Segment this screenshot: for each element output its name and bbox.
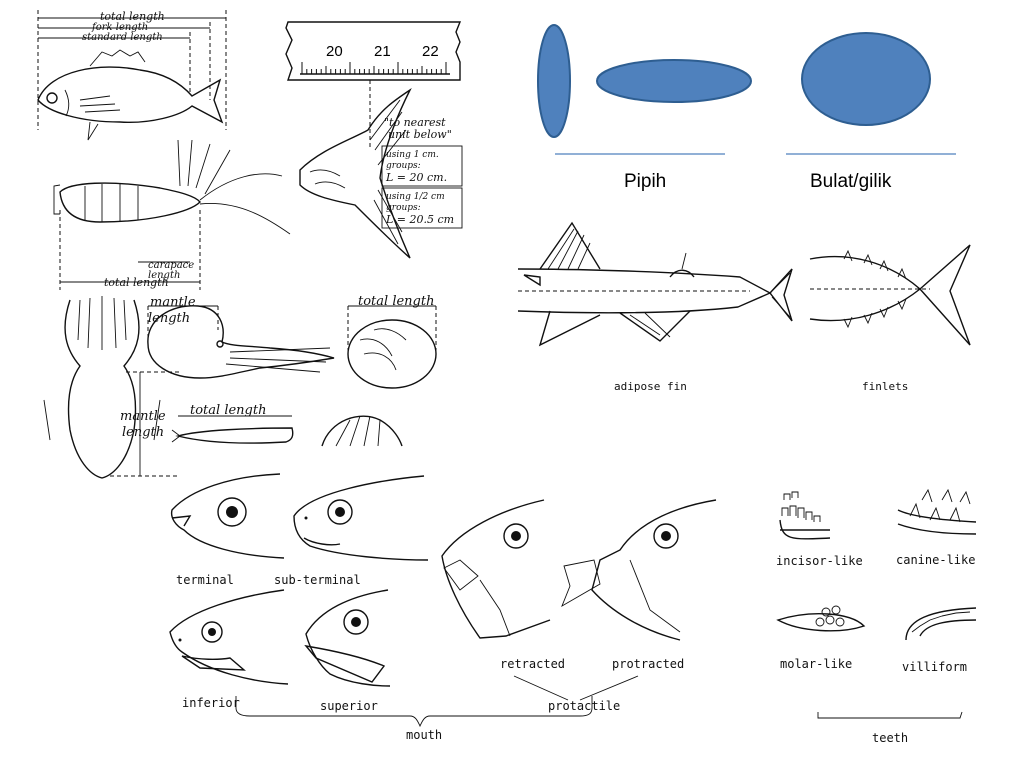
incisor-like-drawing <box>779 491 831 540</box>
mouth-svg <box>169 473 717 728</box>
vertical-flat-shape <box>537 24 571 138</box>
measurement-panel: total length fork length standard length… <box>30 0 470 480</box>
box2-line-1: using 1/2 cm <box>386 192 445 202</box>
ruler-drawing: 20 21 22 <box>285 21 462 150</box>
mantle-top-label-1: mantle <box>150 295 196 310</box>
measurement-drawings: total length fork length standard length… <box>37 10 463 479</box>
standard-length-label: standard length <box>82 32 163 43</box>
box2-line-2: groups: <box>386 203 421 213</box>
body-shapes-panel <box>530 20 980 200</box>
shrimp-total-length-label: total length <box>104 276 169 289</box>
fins-svg <box>517 221 971 347</box>
squid-drawing: mantle length <box>43 296 180 479</box>
superior-mouth-drawing <box>304 589 391 687</box>
protracted-mouth-drawing <box>561 499 717 641</box>
teeth-svg <box>776 488 977 719</box>
incisor-like-label: incisor-like <box>776 554 863 568</box>
shrimp-drawing: carapace length total length <box>53 139 291 290</box>
subterminal-mouth-drawing <box>293 475 429 561</box>
retracted-label: retracted <box>500 657 566 671</box>
protracted-label: protracted <box>612 657 685 671</box>
mantle-top-label-2: length <box>148 311 190 326</box>
superior-label: superior <box>320 699 378 713</box>
finlets-label: finlets <box>862 380 909 393</box>
total-length-label: total length <box>100 10 165 23</box>
box2-line-3: L = 20.5 cm <box>385 213 454 226</box>
teeth-panel <box>770 480 990 740</box>
mantle-side-label-2: length <box>122 425 164 440</box>
box1-line-1: using 1 cm. <box>386 150 439 160</box>
box1-line-3: L = 20 cm. <box>385 171 447 184</box>
sub-terminal-label: sub-terminal <box>274 573 361 587</box>
octopus-drawing: mantle length <box>147 295 335 379</box>
nearest-unit-line-2: unit below" <box>388 128 452 141</box>
adipose-fin-drawing <box>517 221 793 347</box>
flat-shape-label: Pipih <box>624 171 667 192</box>
protactile-label: protactile <box>548 699 621 713</box>
ruler-number-22: 22 <box>422 43 439 60</box>
fish-drawing <box>37 49 224 141</box>
fork-length-label: fork length <box>91 22 148 33</box>
horizontal-flat-shape <box>596 59 752 103</box>
molar-like-label: molar-like <box>780 657 853 671</box>
worm-drawing: total length <box>171 403 403 447</box>
canine-like-label: canine-like <box>896 553 976 567</box>
terminal-mouth-drawing <box>170 473 285 559</box>
body-shapes-svg <box>537 24 956 155</box>
inferior-mouth-drawing <box>169 589 289 685</box>
nearest-unit-line-1: "to nearest <box>384 116 446 129</box>
shell-total-length-label: total length <box>358 294 434 309</box>
mouth-label: mouth <box>406 728 443 742</box>
terminal-label: terminal <box>176 573 234 587</box>
adipose-fin-label: adipose fin <box>614 380 687 393</box>
round-shape-label: Bulat/gilik <box>810 171 892 192</box>
shell-drawing: total length <box>347 294 437 389</box>
length-arrows: total length fork length standard length <box>37 10 227 130</box>
fins-panel <box>510 215 980 405</box>
finlets-drawing <box>809 244 971 346</box>
mantle-side-label-1: mantle <box>120 409 166 424</box>
carapace-label-1: carapace <box>148 260 194 271</box>
round-shape <box>801 32 931 126</box>
box1-line-2: groups: <box>386 161 421 171</box>
villiform-drawing <box>905 607 977 641</box>
ruler-number-21: 21 <box>374 43 391 60</box>
molar-like-drawing <box>776 605 866 632</box>
villiform-label: villiform <box>902 660 968 674</box>
tail-drawing <box>299 87 412 259</box>
carapace-label-2: length <box>148 270 180 281</box>
inferior-label: inferior <box>182 696 240 710</box>
ruler-number-20: 20 <box>326 43 343 60</box>
retracted-mouth-drawing <box>441 499 551 639</box>
teeth-label: teeth <box>872 731 909 745</box>
worm-total-length-label: total length <box>190 403 266 418</box>
canine-like-drawing <box>897 488 977 535</box>
mouth-panel <box>160 460 720 760</box>
